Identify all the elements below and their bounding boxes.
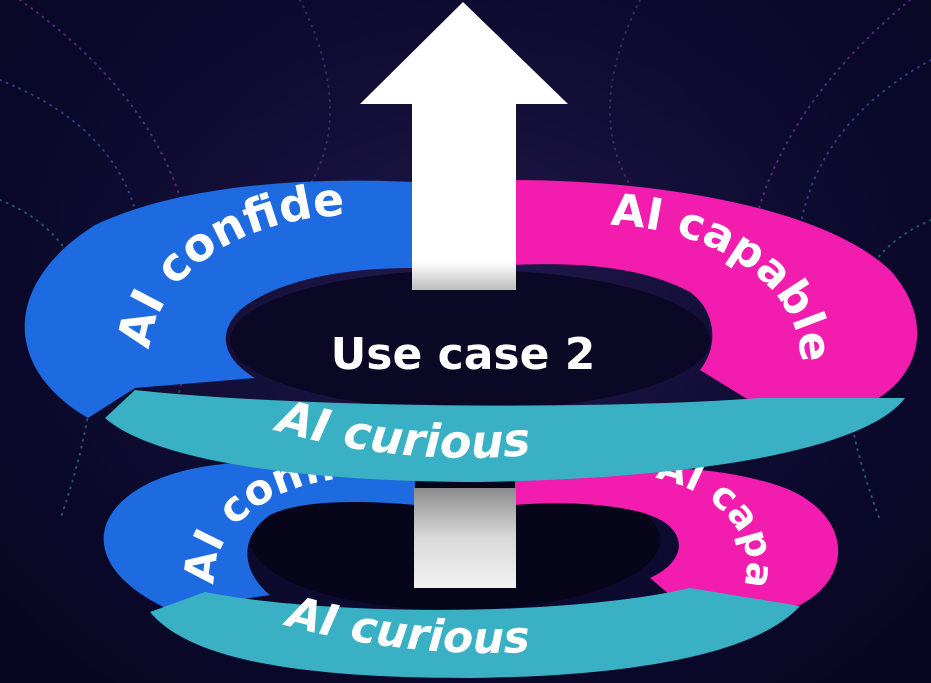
bottom-segment-capable	[515, 467, 839, 612]
top-segment-curious	[105, 390, 905, 482]
top-segment-capable	[512, 180, 918, 402]
arrow-shaft	[412, 100, 516, 290]
arrow-head	[360, 2, 568, 104]
center-label: Use case 2	[331, 329, 596, 380]
top-segment-confident	[24, 180, 412, 418]
top-ring-hole	[230, 270, 710, 410]
bottom-segment-confident	[103, 460, 415, 610]
bottom-segment-curious	[150, 588, 800, 678]
arrow-shaft-lower	[414, 488, 516, 588]
up-arrow	[360, 2, 568, 290]
